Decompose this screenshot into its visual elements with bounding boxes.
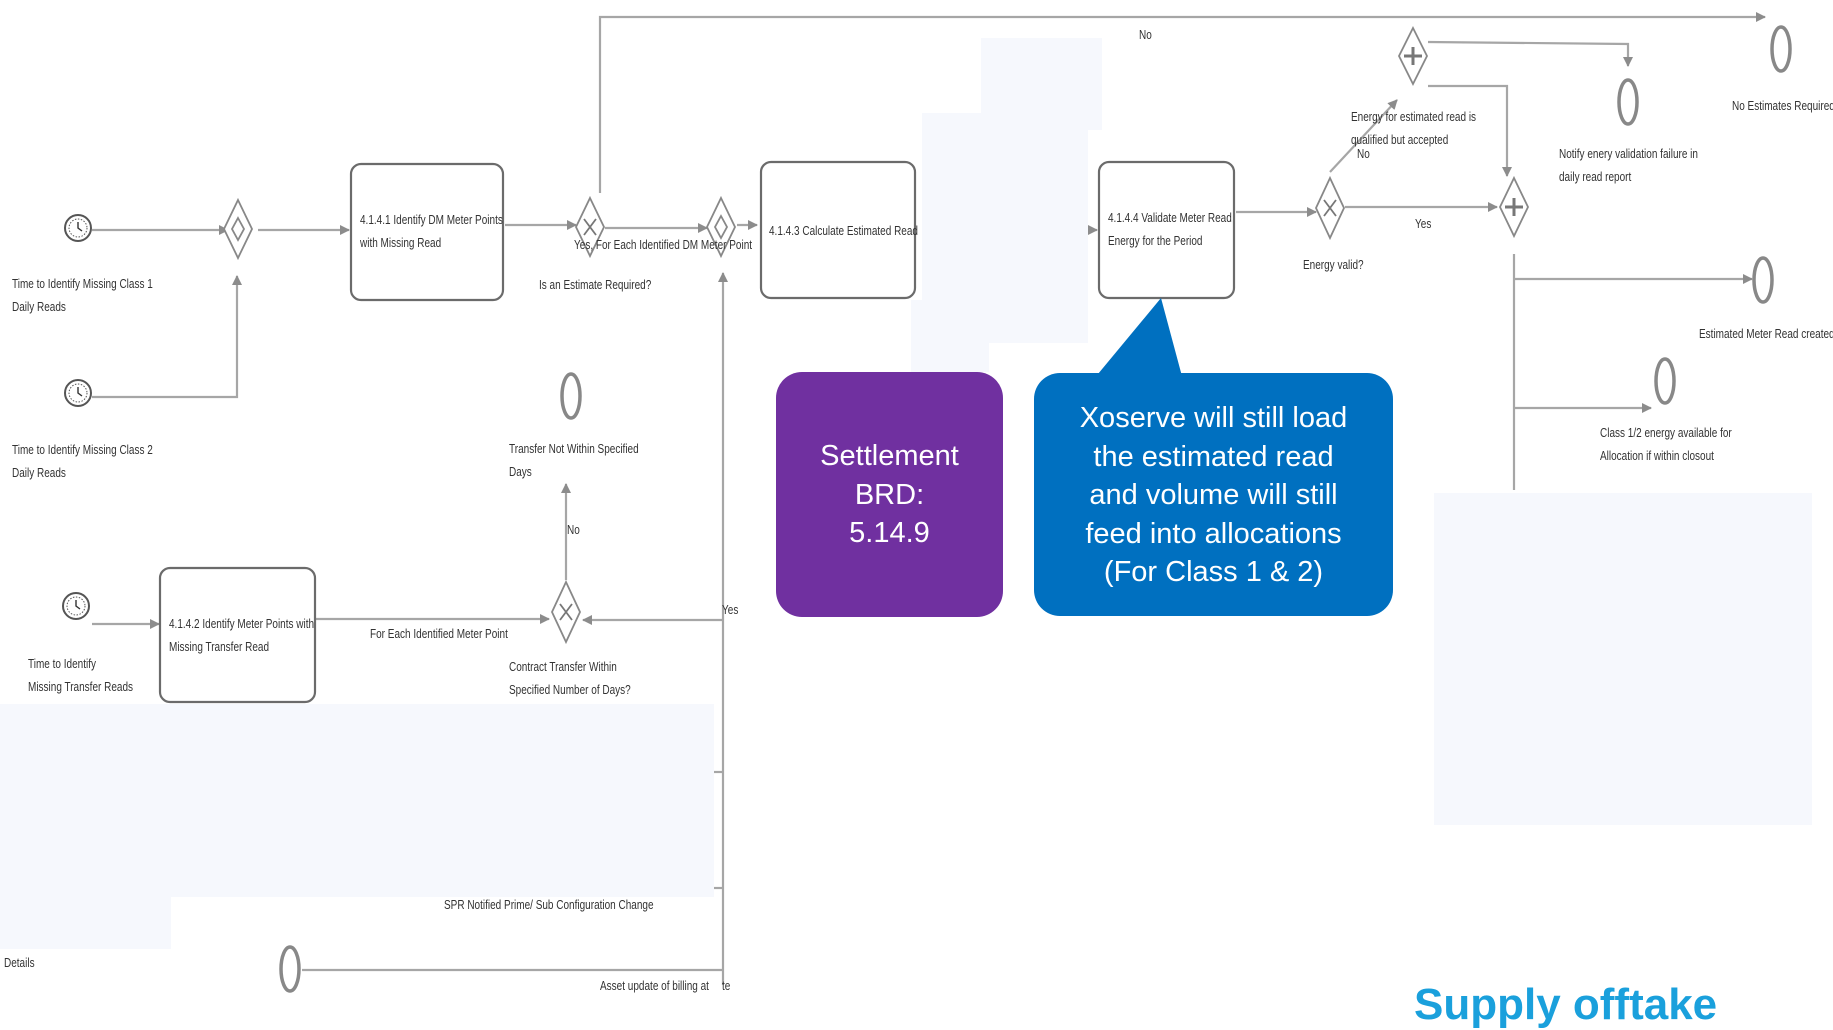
task-4143-box [759,160,917,300]
task-4141-box [349,162,505,302]
flow-no-energy [1329,99,1398,173]
task-4143[interactable]: 4.1.4.3 Calculate Estimated Read [769,224,918,238]
flow-label-yes-transfer: Yes [722,603,739,617]
flow-label-no-top: No [1139,28,1152,42]
flow-label-no-energy: No [1357,147,1370,161]
flow-label-yes-energy: Yes [1415,217,1432,231]
flow-notify [1427,40,1633,67]
mask-panel [911,300,989,372]
flow-class2 [92,275,242,399]
flow-label-each-identified: For Each Identified Meter Point [370,627,508,641]
mask-panel [0,897,171,949]
end-event-class12 [1654,357,1676,405]
cut-off-title: Supply offtake [1414,980,1718,1029]
parallel-gateway-top-icon [1397,25,1429,87]
exclusive-gateway-merge2-icon [706,195,736,259]
label-details: Details [4,956,35,970]
task-4144-box [1097,160,1236,300]
label-estimate-required: Is an Estimate Required? [539,278,652,292]
label-estimated-created: Estimated Meter Read created [1699,327,1833,341]
exclusive-gateway-merge-icon [223,197,253,261]
xoserve-callout: Xoserve will still load the estimated re… [1034,373,1393,616]
mask-panel [1434,493,1812,825]
end-event-notify-failure [1617,78,1639,126]
end-event-transfer-not-within [560,372,582,420]
end-event-no-estimates [1770,25,1792,73]
callout-pointer [1093,298,1183,380]
label-no-estimates: No Estimates Required [1732,99,1833,113]
flow-no-top [598,12,1766,193]
flow-label-asset-update-tail: te [722,979,731,993]
flow-label-no-transfer: No [567,523,580,537]
flow-top-join [1428,84,1512,177]
start-event-bottom [279,945,301,993]
process-diagram [62,12,1792,993]
flow-label-yes-each: Yes, For Each Identified DM Meter Point [574,238,753,252]
exclusive-gateway-transfer-icon [551,579,581,645]
mask-panel [0,704,714,897]
exclusive-gateway-energy-icon [1315,175,1345,241]
settlement-callout: Settlement BRD: 5.14.9 [776,372,1003,617]
timer-icon [64,379,92,407]
timer-icon [64,214,92,242]
timer-icon [62,592,90,620]
end-event-estimated-created [1752,256,1774,304]
label-energy-valid: Energy valid? [1303,258,1364,272]
flow-label-spr-notified: SPR Notified Prime/ Sub Configuration Ch… [444,898,654,912]
exclusive-gateway-estimate-icon [575,195,605,259]
flow-label-asset-update: Asset update of billing at [600,979,709,993]
parallel-gateway-join-icon [1499,175,1529,239]
task-4142-box [158,566,317,704]
